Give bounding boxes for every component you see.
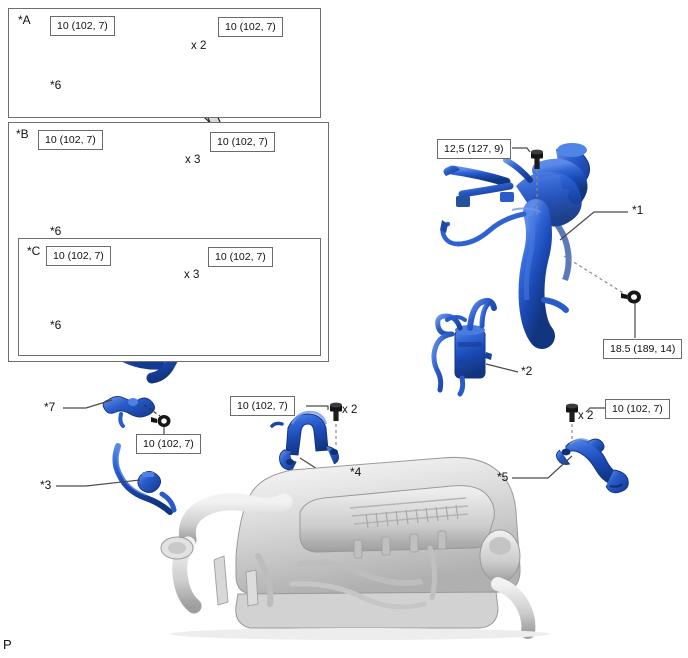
component-3-ref: *3 [40, 478, 52, 492]
component-4-ref-leader [299, 457, 346, 473]
panel-c-ref-6: *6 [50, 318, 62, 332]
panel-c-spec-1: 10 (102, 7) [46, 246, 111, 266]
component-7-bolt-axis [143, 404, 161, 417]
panel-b-spec-2-qty: x 3 [185, 154, 201, 166]
component-4-illustration [270, 410, 339, 471]
component-4-spec: 10 (102, 7) [230, 396, 295, 416]
component-7-ref: *7 [44, 400, 56, 414]
panel-a-spec-2-qty: x 2 [191, 40, 207, 52]
component-5-spec-qty: x 2 [578, 410, 594, 422]
panel-a-label: *A [18, 13, 31, 27]
panel-b-label: *B [16, 127, 29, 141]
component-4-ref: *4 [350, 465, 362, 479]
component-7-illustration [102, 395, 155, 428]
panel-b-spec-1: 10 (102, 7) [38, 130, 103, 150]
component-3-illustration [112, 443, 177, 515]
component-5-illustration [555, 438, 629, 494]
panel-a-spec-2: 10 (102, 7) [218, 17, 283, 37]
panel-c-spec-2-qty: x 3 [184, 269, 200, 281]
component-1-bolt-hex-icon [531, 149, 543, 169]
panel-c-label: *C [27, 244, 41, 258]
engine-assembly-illustration [160, 457, 550, 640]
component-7-ref-leader [63, 399, 113, 409]
component-1-ref-leader [559, 211, 628, 241]
component-1-spec-2: 18.5 (189, 14) [603, 339, 683, 359]
component-7-bolt-washer-icon [151, 415, 171, 427]
component-1-bolt-washer-icon [621, 290, 641, 304]
component-7-spec: 10 (102, 7) [136, 434, 201, 454]
panel-b-spec-2: 10 (102, 7) [210, 132, 275, 152]
component-2-ref: *2 [521, 364, 533, 378]
component-3-ref-leader [56, 479, 141, 487]
component-5-bolt-hex-icon [566, 403, 578, 422]
component-1-bolt2-axis [563, 255, 629, 297]
page-mark: P [3, 637, 12, 652]
panel-a-ref-6: *6 [50, 78, 62, 92]
component-1-spec-1: 12,5 (127, 9) [437, 139, 511, 159]
component-5-spec: 10 (102, 7) [605, 399, 670, 419]
component-4-spec-qty: x 2 [342, 404, 358, 416]
component-2-ref-leader [485, 363, 519, 373]
component-4-spec-leader [306, 405, 329, 410]
component-1-ref: *1 [632, 203, 644, 217]
component-2-illustration [431, 297, 497, 397]
component-1-illustration [440, 143, 590, 349]
component-4-bolt-hex-icon [330, 402, 342, 421]
panel-c-spec-2: 10 (102, 7) [208, 247, 273, 267]
component-5-ref: *5 [497, 470, 509, 484]
panel-a-spec-1: 10 (102, 7) [50, 16, 115, 36]
component-1-spec1-leader [512, 147, 531, 153]
panel-b-ref-6: *6 [50, 224, 62, 238]
component-5-ref-leader [512, 455, 573, 479]
